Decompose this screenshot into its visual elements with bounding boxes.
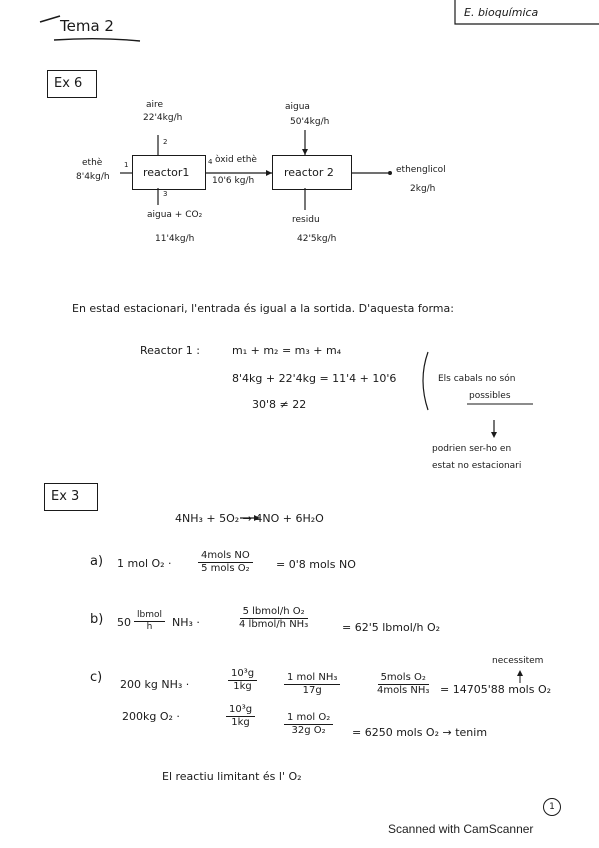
part-c2-f2-num: 1 mol O₂ <box>284 712 334 725</box>
note-line2: possibles <box>469 391 511 401</box>
conclusion-text: El reactiu limitant és l' O₂ <box>162 770 302 783</box>
product-flow: 2kg/h <box>410 184 436 194</box>
stream4-num: 4 <box>208 158 213 166</box>
part-c2-start: 200kg O₂ · <box>122 710 180 723</box>
reactor2-box: reactor 2 <box>272 155 352 190</box>
page-number: 1 <box>543 798 561 816</box>
part-b-fraction: 5 lbmol/h O₂ 4 lbmol/h NH₃ <box>236 606 311 631</box>
part-c1-f2: 1 mol NH₃ 17g <box>284 672 341 697</box>
reactor1-label: reactor1 <box>143 166 190 179</box>
reaction-equation: 4NH₃ + 5O₂ → 4NO + 6H₂O <box>175 512 324 525</box>
reactor1-box: reactor1 <box>132 155 206 190</box>
part-c2-f1-num: 10³g <box>226 704 256 717</box>
part-c1-f2-num: 1 mol NH₃ <box>284 672 341 685</box>
part-a-label: a) <box>90 554 104 569</box>
part-c2-f1-den: 1kg <box>231 717 250 728</box>
part-c1-f1-den: 1kg <box>233 681 252 692</box>
part-c1-f1-num: 10³g <box>228 668 258 681</box>
stream1-num: 1 <box>124 161 129 169</box>
residue-name: residu <box>292 215 320 225</box>
balance-values: 8'4kg + 22'4kg = 11'4 + 10'6 <box>232 372 397 385</box>
stream3-num: 3 <box>163 190 168 198</box>
part-c2-f2: 1 mol O₂ 32g O₂ <box>284 712 334 737</box>
part-c2-f1: 10³g 1kg <box>226 704 256 729</box>
stream4-name: òxid ethè <box>215 155 257 165</box>
steady-state-statement: En estad estacionari, l'entrada és igual… <box>72 302 454 315</box>
part-a-den: 5 mols O₂ <box>201 563 250 574</box>
water-flow: 50'4kg/h <box>290 117 330 127</box>
part-c1-f3-den: 4mols NH₃ <box>377 685 430 696</box>
note-line3: podrien ser-ho en <box>432 444 512 454</box>
balance-result: 30'8 ≠ 22 <box>252 398 307 411</box>
part-b-unit-num: lbmol <box>134 610 165 622</box>
part-b-unit-den: h <box>146 622 153 632</box>
part-c1-start: 200 kg NH₃ · <box>120 678 190 691</box>
page-title: Tema 2 <box>60 17 114 35</box>
stream1-flow: 8'4kg/h <box>76 172 110 182</box>
reactor2-label: reactor 2 <box>284 166 334 179</box>
part-b-species: NH₃ · <box>172 616 200 629</box>
part-a-num: 4mols NO <box>198 550 253 563</box>
stream2-name: aire <box>146 100 164 110</box>
part-b-num: 5 lbmol/h O₂ <box>239 606 308 619</box>
part-c2-result: = 6250 mols O₂ → tenim <box>352 726 488 739</box>
stream3-name: aigua + CO₂ <box>147 210 203 220</box>
part-c1-result: = 14705'88 mols O₂ <box>440 683 552 696</box>
ex6-label-box: Ex 6 <box>47 70 97 98</box>
part-c-label: c) <box>90 670 103 685</box>
part-a-start: 1 mol O₂ · <box>117 557 172 570</box>
ex3-label-box: Ex 3 <box>44 483 98 511</box>
part-c1-note: necessitem <box>492 656 544 666</box>
water-name: aigua <box>285 102 310 112</box>
part-c1-f1: 10³g 1kg <box>228 668 258 693</box>
ex3-label: Ex 3 <box>51 489 80 504</box>
stream2-num: 2 <box>163 138 168 146</box>
part-a-fraction: 4mols NO 5 mols O₂ <box>198 550 253 575</box>
note-line1: Els cabals no són <box>438 374 516 384</box>
stream1-name: ethè <box>82 158 103 168</box>
part-b-den: 4 lbmol/h NH₃ <box>239 619 309 630</box>
part-c1-f2-den: 17g <box>302 685 322 696</box>
stream3-flow: 11'4kg/h <box>155 234 195 244</box>
part-c1-f3-num: 5mols O₂ <box>377 672 429 685</box>
note-line4: estat no estacionari <box>432 461 522 471</box>
part-c2-f2-den: 32g O₂ <box>291 725 326 736</box>
part-b-label: b) <box>90 612 104 627</box>
stream4-flow: 10'6 kg/h <box>212 176 255 186</box>
balance-label: Reactor 1 : <box>140 344 200 357</box>
part-b-unit: lbmol h <box>134 610 165 633</box>
part-c1-f3: 5mols O₂ 4mols NH₃ <box>374 672 432 697</box>
part-b-result: = 62'5 lbmol/h O₂ <box>342 621 441 634</box>
balance-equation: m₁ + m₂ = m₃ + m₄ <box>232 344 342 357</box>
subject-label: E. bioquímica <box>464 6 539 19</box>
scanner-watermark: Scanned with CamScanner <box>388 822 534 836</box>
stream2-flow: 22'4kg/h <box>143 113 183 123</box>
ex6-label: Ex 6 <box>54 76 83 91</box>
part-b-start: 50 <box>117 616 131 629</box>
part-a-result: = 0'8 mols NO <box>276 558 356 571</box>
product-name: ethenglicol <box>396 165 446 175</box>
residue-flow: 42'5kg/h <box>297 234 337 244</box>
